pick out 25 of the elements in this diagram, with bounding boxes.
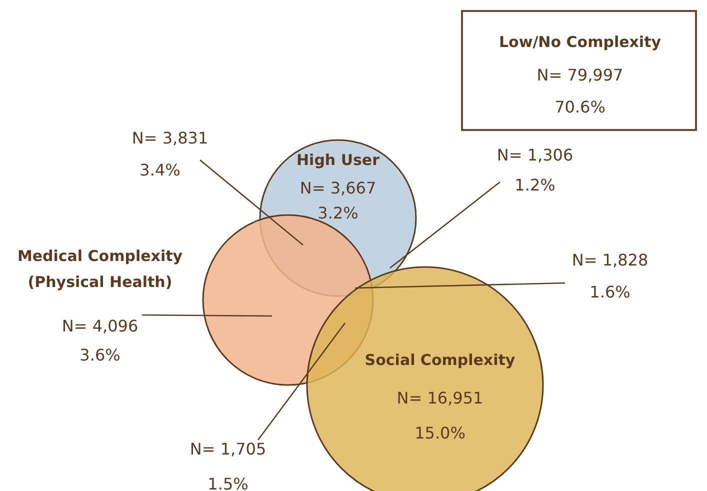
legend-box — [461, 10, 697, 131]
percent-value: 3.6% — [80, 346, 120, 364]
count-value: N= 1,705 — [190, 440, 266, 458]
count-value: N= 79,997 — [536, 66, 624, 84]
leader-line — [354, 282, 566, 289]
circle-title: Medical Complexity (Physical Health) — [16, 246, 184, 293]
count-value: N= 4,096 — [62, 316, 138, 336]
percent-value: 1.2% — [514, 176, 556, 194]
leader-line — [200, 160, 304, 246]
percent-value: 15.0% — [414, 424, 466, 442]
count-value: N= 1,306 — [496, 146, 574, 164]
count-value: N= 3,831 — [132, 128, 208, 148]
count-value: N= 1,828 — [572, 250, 648, 270]
count-value: N= 16,951 — [396, 388, 484, 408]
circle-title: High User — [296, 151, 380, 169]
percent-value: 1.6% — [590, 282, 630, 302]
leader-line — [142, 314, 272, 317]
category-title: Low/No Complexity — [498, 33, 662, 51]
percent-value: 70.6% — [554, 98, 606, 116]
count-value: N= 3,667 — [300, 178, 376, 198]
percent-value: 1.5% — [208, 474, 248, 491]
percent-value: 3.2% — [318, 204, 358, 222]
percent-value: 3.4% — [140, 160, 180, 180]
circle-title: Social Complexity — [364, 351, 516, 369]
leader-line — [390, 181, 500, 269]
